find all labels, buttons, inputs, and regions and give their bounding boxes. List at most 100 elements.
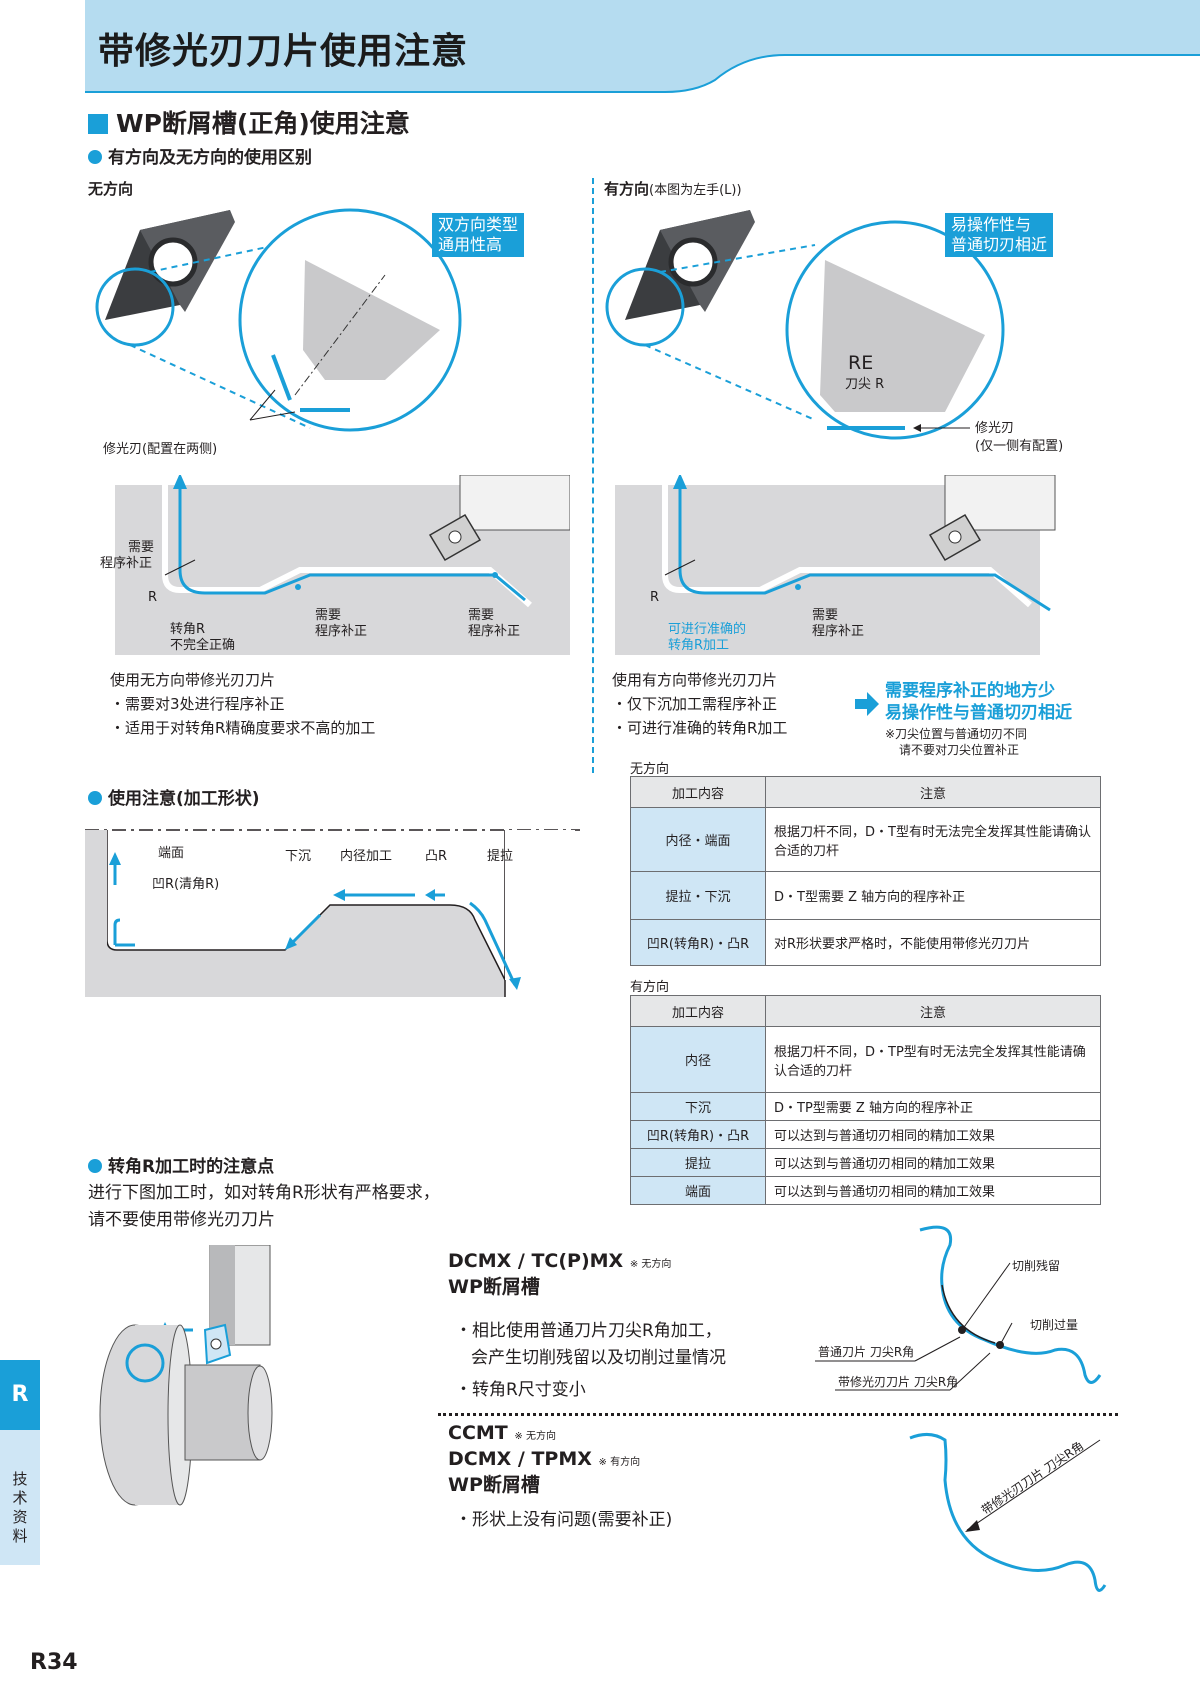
left-tag-line2: 通用性高 xyxy=(438,235,503,254)
table-header-cell: 注意 xyxy=(765,776,1101,808)
square-bullet-icon xyxy=(88,114,108,134)
left-need-comp-2: 需要 程序补正 xyxy=(315,608,367,640)
left-need-comp-1: 需要 程序补正 xyxy=(100,540,154,572)
corner-intro-l2: 请不要使用带修光刃刀片 xyxy=(88,1210,275,1230)
side-tab-background xyxy=(0,1430,40,1565)
table-cell: 提拉・下沉 xyxy=(630,871,766,920)
table-nondirectional: 加工内容 注意 内径・端面 根据刀杆不同，D・T型有时无法完全发挥其性能请确认合… xyxy=(630,776,1101,966)
table-cell: 根据刀杆不同，D・T型有时无法完全发挥其性能请确认合适的刀杆 xyxy=(765,807,1101,872)
page-title: 带修光刃刀片使用注意 xyxy=(98,31,469,72)
shape-label-plunge: 下沉 xyxy=(285,849,312,864)
right-wiper-l1: 修光刃 xyxy=(975,421,1015,436)
section-title: WP断屑槽(正角)使用注意 xyxy=(88,104,410,140)
insert-icon xyxy=(105,210,235,320)
table-row: 下沉 D・TP型需要 Z 轴方向的程序补正 xyxy=(630,1092,1101,1121)
table-cell: 端面 xyxy=(630,1176,766,1205)
left-tag: 双方向类型 通用性高 xyxy=(432,213,525,257)
table-cell: 凹R(转角R)・凸R xyxy=(630,1120,766,1149)
left-need-comp-3-l2: 程序补正 xyxy=(468,624,521,639)
right-accurate-l2: 转角R加工 xyxy=(668,638,730,653)
corner-block2-item: ・形状上没有问题(需要补正) xyxy=(455,1510,673,1530)
corner-block1-model-note: ※ 无方向 xyxy=(629,1259,672,1270)
table-cell: 可以达到与普通切刃相同的精加工效果 xyxy=(765,1176,1101,1205)
corner-block2-figure: 带修光刃刀片 刀尖R角 xyxy=(909,1433,1107,1592)
corner-block1-header: DCMX / TC(P)MX ※ 无方向 WP断屑槽 xyxy=(448,1250,671,1299)
left-need-comp-1-l2: 程序补正 xyxy=(100,556,153,571)
left-need-comp-2-l2: 程序补正 xyxy=(315,624,368,639)
corner-block2-model2-note: ※ 有方向 xyxy=(598,1457,641,1468)
right-description: 使用有方向带修光刃刀片 ・仅下沉加工需程序补正 ・可进行准确的转角R加工 xyxy=(612,668,787,740)
table-row: 内径・端面 根据刀杆不同，D・T型有时无法完全发挥其性能请确认合适的刀杆 xyxy=(630,807,1101,872)
right-desc-item: ・仅下沉加工需程序补正 xyxy=(612,695,778,713)
left-description: 使用无方向带修光刃刀片 ・需要对3处进行程序补正 ・适用于对转角R精确度要求不高… xyxy=(110,668,375,740)
subsection-corner-title-text: 转角R加工时的注意点 xyxy=(108,1157,275,1177)
corner-intro: 进行下图加工时，如对转角R形状有严格要求， 请不要使用带修光刃刀片 xyxy=(88,1180,440,1234)
header-band xyxy=(85,0,1200,93)
shape-label-convex: 凸R xyxy=(425,849,448,864)
table-nondir-caption: 无方向 xyxy=(630,762,670,777)
shape-label-pull: 提拉 xyxy=(487,849,514,864)
lathe-figure xyxy=(99,1245,273,1506)
right-wiper-l2: (仅一侧有配置) xyxy=(975,439,1064,454)
corner-block1-item: ・转角R尺寸变小 xyxy=(455,1380,586,1400)
corner-block2-model2: DCMX / TPMX xyxy=(448,1448,592,1470)
corner-block1-item: 会产生切削残留以及切削过量情况 xyxy=(471,1348,726,1368)
right-tag: 易操作性与 普通切刃相近 xyxy=(945,213,1054,257)
right-need-comp-l1: 需要 xyxy=(812,608,839,623)
side-tab-label[interactable]: 技术资料 xyxy=(12,1470,28,1545)
dot-bullet-icon xyxy=(88,791,102,805)
dot-bullet-icon xyxy=(88,1159,102,1173)
column-divider xyxy=(592,178,594,773)
table-cell: 凹R(转角R)・凸R xyxy=(630,919,766,966)
table-cell: D・T型需要 Z 轴方向的程序补正 xyxy=(765,871,1101,920)
table-cell: 内径・端面 xyxy=(630,807,766,872)
left-desc-item: ・适用于对转角R精确度要求不高的加工 xyxy=(110,719,376,737)
table-cell: 内径 xyxy=(630,1026,766,1093)
left-need-comp-3-l1: 需要 xyxy=(468,608,495,623)
left-insert-figure xyxy=(95,208,462,432)
subsection-shape-title-text: 使用注意(加工形状) xyxy=(108,789,260,809)
table-row: 提拉 可以达到与普通切刃相同的精加工效果 xyxy=(630,1148,1101,1177)
left-desc-item: ・需要对3处进行程序补正 xyxy=(110,695,285,713)
table-directional: 加工内容 注意 内径 根据刀杆不同，D・TP型有时无法完全发挥其性能请确认合适的… xyxy=(630,995,1101,1205)
right-callout-l2: 易操作性与普通切刃相近 xyxy=(885,703,1072,723)
left-corner-label: 转角R 不完全正确 xyxy=(170,622,235,654)
right-callout-l1: 需要程序补正的地方少 xyxy=(885,681,1055,701)
left-wiper-label: 修光刃(配置在两侧) xyxy=(103,442,218,457)
table-header-row: 加工内容 注意 xyxy=(630,995,1101,1027)
left-desc-title: 使用无方向带修光刃刀片 xyxy=(110,671,276,689)
left-r-label: R xyxy=(148,590,158,605)
insert-icon xyxy=(625,210,755,320)
right-r-label: R xyxy=(650,590,660,605)
left-machining-figure xyxy=(115,475,570,655)
right-need-comp: 需要 程序补正 xyxy=(812,608,864,640)
block-divider xyxy=(438,1413,1118,1416)
corner-block1-model: DCMX / TC(P)MX xyxy=(448,1250,624,1272)
corner-block2-header: CCMT ※ 无方向 DCMX / TPMX ※ 有方向 WP断屑槽 xyxy=(448,1422,640,1497)
side-tab-letter[interactable]: R xyxy=(0,1360,40,1430)
left-need-comp-2-l1: 需要 xyxy=(315,608,342,623)
shape-label-face: 端面 xyxy=(158,846,185,861)
right-callout-note-l2: 请不要对刀尖位置补正 xyxy=(899,743,1020,757)
table-cell: 对R形状要求严格时，不能使用带修光刃刀片 xyxy=(765,919,1101,966)
right-heading-text: 有方向 xyxy=(604,180,650,198)
left-heading: 无方向 xyxy=(88,180,134,198)
right-desc-item: ・可进行准确的转角R加工 xyxy=(612,719,788,737)
left-need-comp-1-l1: 需要 xyxy=(128,540,155,555)
table-cell: 根据刀杆不同，D・TP型有时无法完全发挥其性能请确认合适的刀杆 xyxy=(765,1026,1101,1093)
table-row: 凹R(转角R)・凸R 可以达到与普通切刃相同的精加工效果 xyxy=(630,1120,1101,1149)
left-tag-line1: 双方向类型 xyxy=(438,215,519,234)
shape-figure xyxy=(85,829,580,997)
right-tag-line1: 易操作性与 xyxy=(951,215,1032,234)
table-cell: 下沉 xyxy=(630,1092,766,1121)
fig-normal-label: 普通刀片 刀尖R角 xyxy=(818,1345,915,1359)
right-wiper-label: 修光刃 (仅一侧有配置) xyxy=(975,420,1063,456)
fig-residual-label: 切削残留 xyxy=(1012,1259,1061,1273)
table-header-row: 加工内容 注意 xyxy=(630,776,1101,808)
right-tag-line2: 普通切刃相近 xyxy=(951,235,1048,254)
table-header-cell: 加工内容 xyxy=(630,776,766,808)
fig2-wiper-label: 带修光刃刀片 刀尖R角 xyxy=(978,1438,1086,1518)
corner-block1-items: ・相比使用普通刀片刀尖R角加工， 会产生切削残留以及切削过量情况 ・转角R尺寸变… xyxy=(455,1318,726,1404)
section-title-text: WP断屑槽(正角)使用注意 xyxy=(116,109,410,138)
shape-label-concave: 凹R(清角R) xyxy=(152,877,220,892)
